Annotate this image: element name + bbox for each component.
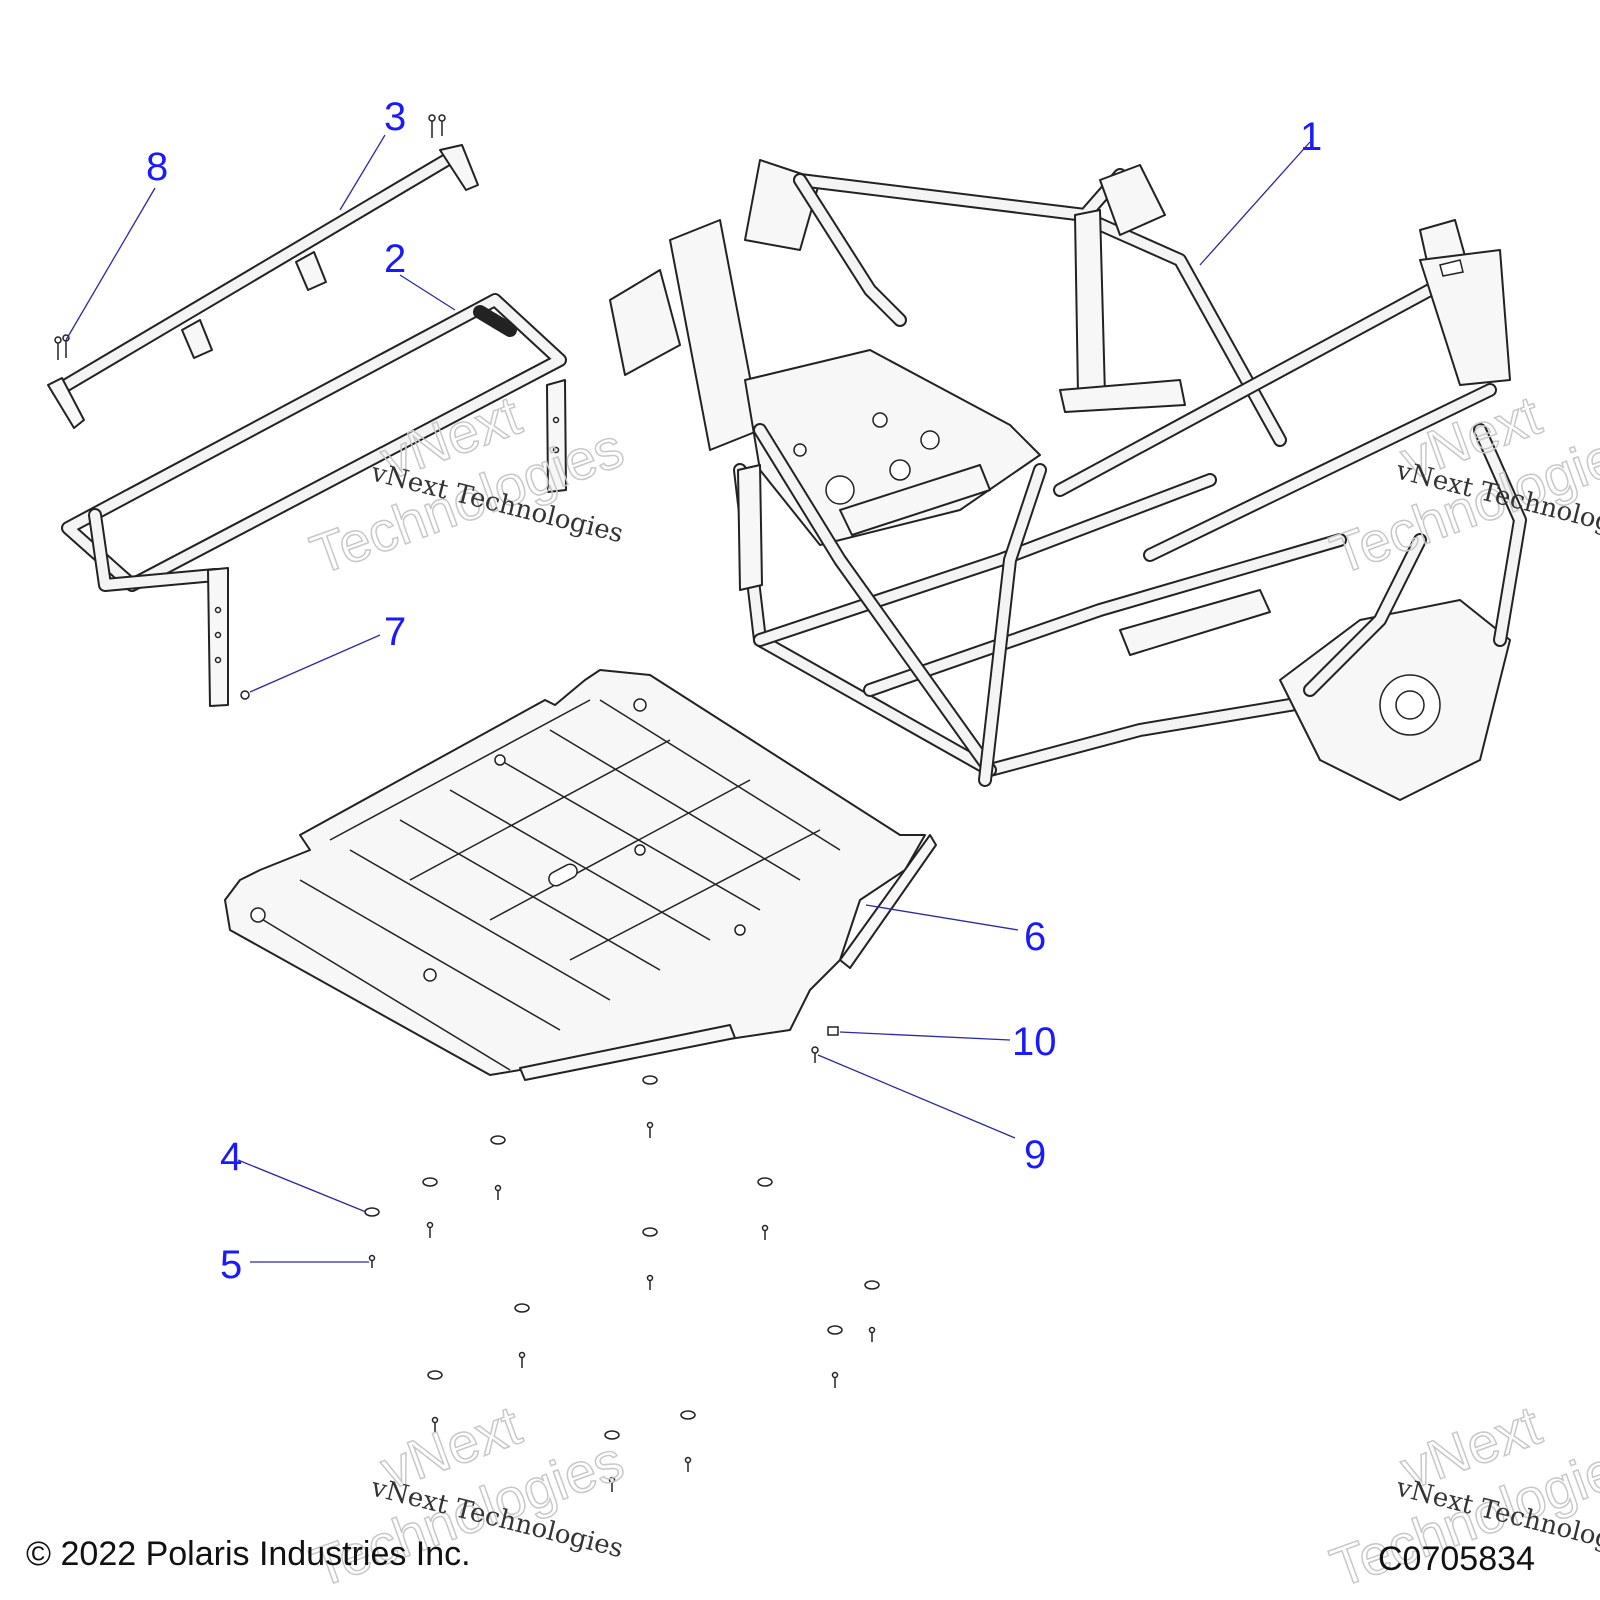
part-10-clip bbox=[827, 1026, 839, 1036]
callout-3: 3 bbox=[384, 95, 406, 139]
watermark-upper-left: vNext Technologies vNext Technologies bbox=[302, 382, 632, 587]
part-6-skid-plate bbox=[224, 669, 937, 1081]
callout-labels: 1 2 3 4 5 6 7 8 9 10 bbox=[146, 95, 1322, 1287]
part-7-screw bbox=[240, 690, 250, 700]
part-9-screw bbox=[811, 1046, 819, 1063]
part-3-cross-tube bbox=[47, 144, 479, 429]
drawing-code: C0705834 bbox=[1378, 1540, 1535, 1578]
callout-10: 10 bbox=[1012, 1020, 1057, 1064]
part-8-bolts bbox=[54, 114, 446, 360]
part-4-5-fasteners bbox=[364, 1075, 880, 1492]
part-2-bumper-frame bbox=[61, 293, 567, 707]
callout-5: 5 bbox=[220, 1243, 242, 1287]
part-1-chassis-frame bbox=[609, 159, 1527, 801]
callout-1: 1 bbox=[1300, 115, 1322, 159]
callout-6: 6 bbox=[1024, 915, 1046, 959]
leader-lines bbox=[65, 134, 1311, 1263]
copyright-text: © 2022 Polaris Industries Inc. bbox=[26, 1535, 471, 1573]
callout-4: 4 bbox=[220, 1135, 242, 1179]
callout-7: 7 bbox=[384, 610, 406, 654]
callout-8: 8 bbox=[146, 145, 168, 189]
callout-9: 9 bbox=[1024, 1133, 1046, 1177]
callout-2: 2 bbox=[384, 237, 406, 281]
watermark-upper-right: vNext Technologies vNext Technologies bbox=[1322, 382, 1600, 587]
